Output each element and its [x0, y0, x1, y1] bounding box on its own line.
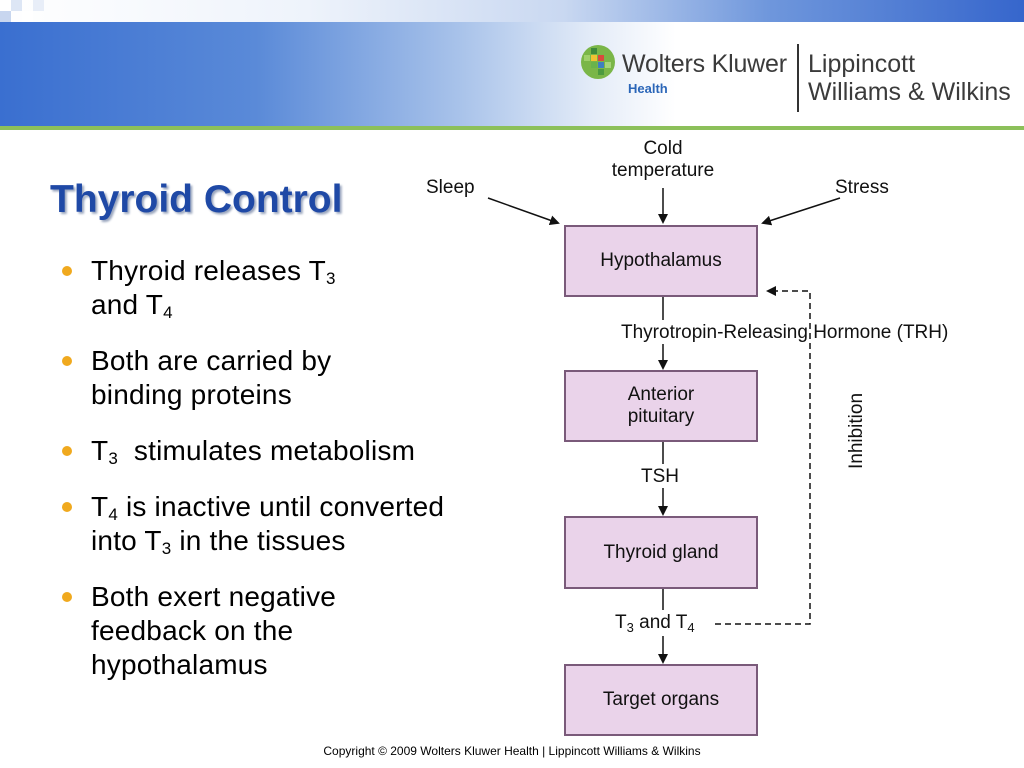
subscript: 3 [325, 269, 336, 288]
box-hypothalamus: Hypothalamus [564, 225, 758, 297]
bullet-text: Both exert negative feedback on the hypo… [91, 581, 337, 680]
input-cold-temperature: Cold temperature [611, 138, 715, 181]
header-stripe [0, 0, 1024, 22]
bullet-text: Both are carried by binding proteins [91, 345, 332, 410]
logo-partner-line2: Williams & Wilkins [808, 78, 1011, 106]
publisher-logo: Wolters Kluwer Health Lippincott William… [580, 44, 1020, 116]
logo-sub-text: Health [628, 81, 668, 96]
box-target-organs: Target organs [564, 664, 758, 736]
arrow-sleep-to-hypothalamus [487, 197, 560, 226]
subscript: 3 [108, 449, 118, 468]
logo-divider [797, 44, 799, 112]
arrow-inhibition-feedback [715, 286, 811, 625]
slide-title: Thyroid Control [50, 178, 343, 221]
bullet-item: Both exert negative feedback on the hypo… [60, 580, 400, 682]
logo-partner-line1: Lippincott [808, 50, 916, 78]
subscript: 4 [108, 505, 118, 524]
bullet-text: T [91, 491, 109, 522]
bullet-list: Thyroid releases T3 and T4 Both are carr… [60, 254, 530, 704]
label-inhibition: Inhibition [846, 392, 867, 470]
arrow-stress-to-hypothalamus [761, 197, 841, 226]
bullet-text: stimulates metabolism [125, 435, 416, 466]
thyroid-control-diagram: Cold temperature Sleep Stress Hypothalam… [410, 130, 1024, 740]
label-tsh: TSH [641, 466, 679, 487]
box-label: Anterior pituitary [627, 384, 695, 427]
bullet-item: T4 is inactive until converted into T3 i… [60, 490, 460, 558]
label-trh: Thyrotropin-Releasing Hormone (TRH) [621, 322, 949, 343]
box-label: Hypothalamus [600, 250, 722, 271]
subscript: 3 [161, 539, 172, 558]
globe-logo-icon [581, 45, 615, 79]
diagram-arrows [487, 188, 841, 664]
logo-brand-text: Wolters Kluwer [622, 50, 787, 78]
input-sleep: Sleep [426, 177, 475, 198]
bullet-item: Both are carried by binding proteins [60, 344, 420, 412]
subscript: 4 [163, 303, 173, 322]
label-text: T [615, 612, 627, 633]
box-label: Thyroid gland [603, 541, 719, 563]
bullet-text: is inactive until converted into T [91, 491, 445, 556]
bullet-text: and T [91, 289, 164, 320]
bullet-item: Thyroid releases T3 and T4 [60, 254, 420, 322]
header-squares-decoration [0, 0, 60, 22]
box-thyroid-gland: Thyroid gland [564, 516, 758, 589]
box-anterior-pituitary: Anterior pituitary [564, 370, 758, 442]
bullet-text: Thyroid releases T [91, 255, 326, 286]
bullet-text: T [91, 435, 109, 466]
bullet-item: T3 stimulates metabolism [60, 434, 530, 468]
label-t3-and-t4: T3 and T4 [615, 612, 695, 634]
copyright-footer: Copyright © 2009 Wolters Kluwer Health |… [323, 744, 701, 758]
box-label: Target organs [602, 689, 720, 710]
header-banner: Wolters Kluwer Health Lippincott William… [0, 0, 1024, 127]
bullet-text: in the tissues [171, 525, 346, 556]
logo-partner-text: Lippincott Williams & Wilkins [808, 50, 1011, 106]
label-text: and T [633, 612, 688, 633]
subscript: 3 [626, 620, 634, 635]
subscript: 4 [687, 620, 695, 635]
header-accent-line [0, 126, 1024, 130]
input-stress: Stress [835, 177, 889, 198]
